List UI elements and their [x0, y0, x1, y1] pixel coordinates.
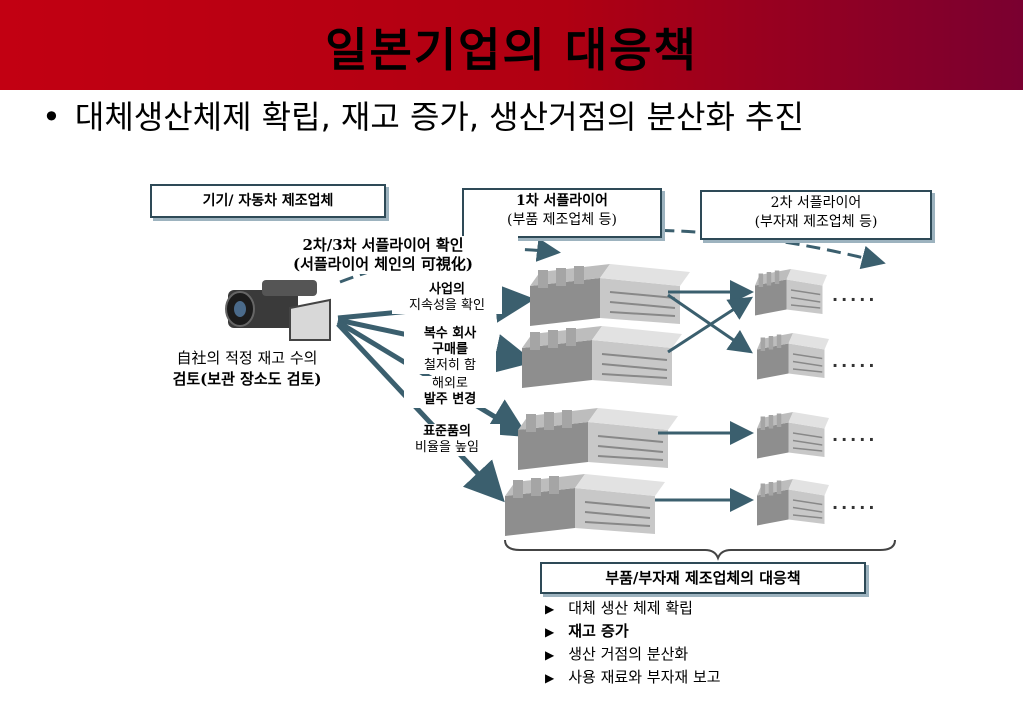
triangle-bullet-icon: ▶ [545, 625, 555, 639]
dots-2: ····· [832, 356, 878, 375]
response-title: 부품/부자재 제조업체의 대응책 [605, 569, 801, 587]
list-item: ▶ 생산 거점의 분산화 [545, 643, 721, 666]
response-item-2: 재고 증가 [568, 622, 629, 640]
response-item-4: 사용 재료와 부자재 보고 [568, 668, 721, 686]
arrow-label-1-line1: 사업의 [429, 282, 465, 297]
arrow-label-1-line2: 지속성을 확인 [409, 298, 485, 313]
response-title-box: 부품/부자재 제조업체의 대응책 [540, 562, 866, 594]
tier2-box-line1: 2차 서플라이어 [770, 195, 862, 211]
tier1-box: 1차 서플라이어 (부품 제조업체 등) [462, 188, 662, 238]
brace [504, 539, 896, 561]
bullet-label: 대체생산체제 확립, 재고 증가, 생산거점의 분산화 추진 [74, 98, 804, 136]
list-item: ▶ 대체 생산 체제 확립 [545, 597, 721, 620]
tier1-box-line1: 1차 서플라이어 [516, 193, 608, 209]
arrow-label-2-line2: 구매를 [432, 342, 468, 357]
response-item-1: 대체 생산 체제 확립 [568, 599, 693, 617]
arrow-label-3-line1: 해외로 [432, 376, 468, 391]
title-bar [0, 0, 1023, 90]
triangle-bullet-icon: ▶ [545, 671, 555, 685]
triangle-bullet-icon: ▶ [545, 648, 555, 662]
bullet-text: • 대체생산체제 확립, 재고 증가, 생산거점의 분산화 추진 [42, 92, 804, 138]
arrow-label-3-line2: 발주 변경 [423, 392, 477, 407]
maker-box-label: 기기/ 자동차 제조업체 [202, 193, 334, 209]
inventory-line1: 自社의 적정 재고 수의 [176, 349, 318, 367]
camcorder-icon [225, 280, 331, 341]
arrow-label-4-line1: 표준품의 [423, 424, 471, 439]
arrow-label-3: 해외로 발주 변경 [404, 376, 496, 408]
visibility-line2: (서플라이어 체인의 可視化) [292, 255, 474, 273]
slide-title: 일본기업의 대응책 [325, 23, 698, 77]
dots-4: ····· [832, 498, 878, 517]
arrow-label-2: 복수 회사 구매를 철저히 함 [404, 326, 496, 374]
tier2-box-line2: (부자재 제조업체 등) [754, 214, 878, 230]
dots-1: ····· [832, 290, 878, 309]
arrow-label-4-line2: 비율을 높임 [415, 440, 479, 455]
bullet-dot-icon: • [42, 98, 61, 136]
visibility-line1: 2차/3차 서플라이어 확인 [302, 236, 464, 254]
arrow-label-2-line1: 복수 회사 [423, 326, 477, 341]
dots-3: ····· [832, 430, 878, 449]
inventory-label: 自社의 적정 재고 수의 검토(보관 장소도 검토) [132, 348, 362, 390]
response-item-3: 생산 거점의 분산화 [568, 645, 689, 663]
arrow-label-1: 사업의 지속성을 확인 [392, 282, 502, 314]
triangle-bullet-icon: ▶ [545, 602, 555, 616]
arrow-label-2-line3: 철저히 함 [424, 358, 476, 373]
inventory-line2: 검토(보관 장소도 검토) [172, 370, 322, 388]
tier2-box: 2차 서플라이어 (부자재 제조업체 등) [700, 190, 932, 240]
tier1-box-line2: (부품 제조업체 등) [507, 212, 617, 228]
list-item: ▶ 사용 재료와 부자재 보고 [545, 666, 721, 689]
maker-box: 기기/ 자동차 제조업체 [150, 184, 386, 218]
arrow-label-4: 표준품의 비율을 높임 [394, 424, 500, 456]
response-list: ▶ 대체 생산 체제 확립 ▶ 재고 증가 ▶ 생산 거점의 분산화 ▶ 사용 재료와 … [545, 597, 721, 689]
list-item: ▶ 재고 증가 [545, 620, 721, 643]
visibility-label: 2차/3차 서플라이어 확인 (서플라이어 체인의 可視化) [248, 236, 518, 274]
